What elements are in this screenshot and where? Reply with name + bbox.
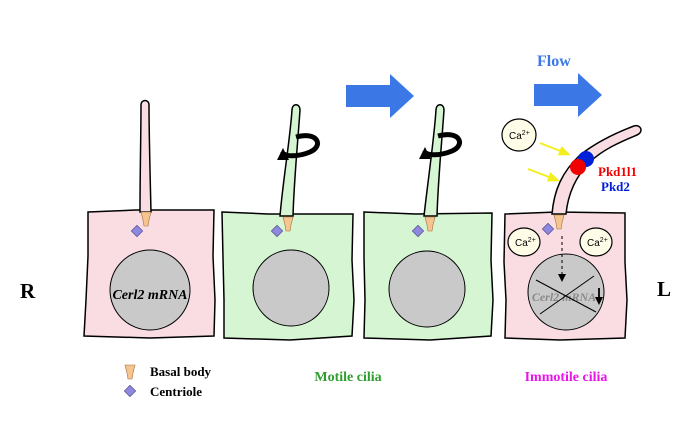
right-side-label: R [20, 279, 36, 303]
legend-centriole-icon [123, 384, 137, 398]
cell-2-motile [221, 104, 355, 341]
cell-1-immotile: Cerl2 mRNA [83, 99, 216, 339]
cell-1-centriole [130, 224, 144, 238]
immotile-cilia-caption: Immotile cilia [525, 370, 608, 385]
cell-4-cross-line-b [539, 275, 595, 315]
legend-basal-body-icon [124, 364, 136, 380]
calcium-inside-right-label: Ca2+ [587, 237, 608, 249]
cell-3-basal-body [424, 216, 436, 232]
cell-4-immotile: Cerl2 mRNA Ca2+ Ca2+ [503, 124, 642, 341]
cell-1-basal-body [140, 211, 152, 227]
legend: Basal body Centriole [123, 364, 212, 399]
calcium-inside-right [579, 227, 613, 257]
left-side-label: L [657, 277, 671, 301]
cell-4-centriole [541, 222, 555, 236]
cell-3-nucleus [388, 250, 466, 328]
legend-centriole-label: Centriole [150, 384, 202, 399]
cell-3-centriole [411, 224, 425, 238]
cell-4-basal-body [553, 214, 565, 230]
motile-cilia-caption: Motile cilia [314, 370, 381, 385]
calcium-outside-label: Ca2+ [509, 130, 530, 142]
calcium-inside-left [507, 227, 541, 257]
cell-3-cilium [423, 104, 445, 217]
cell-4-nucleus [527, 253, 605, 331]
cell-2-centriole [270, 224, 284, 238]
cell-2-cilium [279, 104, 301, 217]
calcium-influx-arrow-2 [527, 168, 560, 182]
cell-2-basal-body [282, 216, 294, 232]
pkd2-label: Pkd2 [601, 179, 630, 194]
cell-3-rotation-arrow [419, 132, 462, 160]
calcium-inside-left-label: Ca2+ [515, 237, 536, 249]
cell-2-nucleus [252, 249, 330, 327]
cell-2-rotation-arrow [277, 133, 320, 161]
cell-1-cerl2-mrna-text: Cerl2 mRNA [112, 288, 187, 303]
calcium-outside [501, 118, 537, 152]
cell-1-nucleus [109, 249, 191, 331]
legend-basal-body-label: Basal body [150, 364, 212, 379]
flow-arrow-2 [534, 73, 602, 117]
flow-label: Flow [537, 53, 571, 70]
flow-arrow-1 [346, 74, 414, 118]
pkd1l1-channel [570, 159, 586, 175]
cell-1-cilium [139, 99, 152, 213]
calcium-influx-arrow-1 [539, 142, 571, 156]
cell-3-motile [363, 104, 494, 341]
pkd1l1-label: Pkd1l1 [598, 164, 637, 179]
